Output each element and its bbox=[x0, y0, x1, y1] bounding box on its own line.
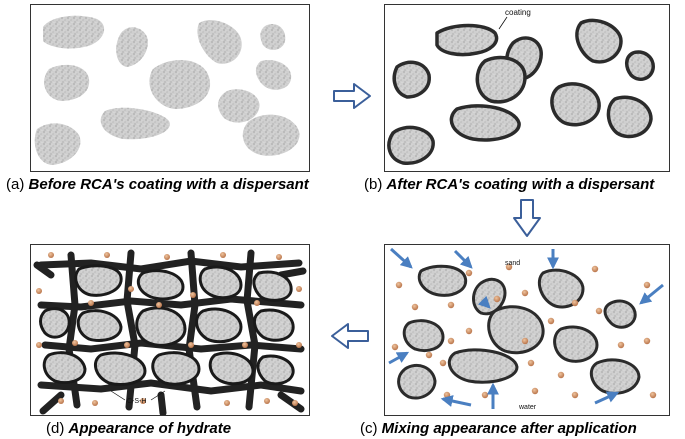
aggregate bbox=[44, 64, 90, 101]
sand-particles bbox=[36, 252, 302, 406]
csh-pointer-left bbox=[110, 390, 126, 401]
aggregate bbox=[260, 23, 286, 50]
caption-a-label: (a) bbox=[6, 176, 25, 193]
aggregate bbox=[116, 27, 148, 67]
caption-d: (d) Appearance of hydrate bbox=[46, 420, 231, 437]
coated-aggregate bbox=[575, 18, 623, 64]
caption-d-text: Appearance of hydrate bbox=[68, 420, 232, 437]
hydrated-aggregate bbox=[76, 309, 123, 342]
hydrated-aggregate bbox=[198, 265, 243, 300]
panel-d-hydrate: C-S-H bbox=[30, 244, 310, 416]
arrow-down-icon bbox=[513, 199, 541, 237]
water-annotation: water bbox=[518, 404, 537, 411]
hydrated-aggregate bbox=[253, 308, 295, 342]
sand-particles bbox=[391, 263, 657, 399]
hydrated-aggregate bbox=[74, 264, 123, 297]
coated-aggregate bbox=[589, 358, 641, 395]
sand-annotation: sand bbox=[505, 260, 520, 267]
coated-aggregate bbox=[402, 319, 445, 352]
hydrated-aggregate bbox=[252, 270, 293, 302]
coated-aggregate bbox=[625, 50, 655, 81]
aggregate bbox=[43, 15, 105, 49]
caption-c-text: Mixing appearance after application bbox=[381, 420, 637, 437]
coating-pointer bbox=[498, 16, 508, 30]
caption-b-label: (b) bbox=[364, 176, 383, 193]
coating-annotation: coating bbox=[505, 8, 531, 17]
aggregate bbox=[34, 123, 81, 165]
aggregate bbox=[242, 114, 300, 156]
panel-c-mixing: sand water bbox=[384, 244, 670, 416]
aggregate bbox=[100, 107, 170, 140]
panel-a-before-coating bbox=[30, 4, 310, 172]
coated-aggregate bbox=[550, 82, 601, 127]
panel-d-drawing: C-S-H bbox=[33, 249, 307, 415]
hydrated-aggregate bbox=[136, 269, 185, 301]
hydrated-aggregate bbox=[208, 351, 255, 386]
coated-aggregate bbox=[447, 348, 519, 384]
hydrated-aggregate bbox=[135, 306, 187, 347]
aggregate bbox=[149, 59, 211, 109]
caption-a: (a) Before RCA's coating with a dispersa… bbox=[6, 176, 309, 193]
coated-aggregate bbox=[392, 60, 431, 99]
caption-d-label: (d) bbox=[46, 420, 65, 437]
aggregate bbox=[197, 20, 242, 64]
coated-aggregate bbox=[397, 364, 437, 400]
aggregate bbox=[218, 89, 260, 123]
panel-c-drawing: sand water bbox=[388, 247, 664, 411]
coated-aggregate bbox=[487, 305, 545, 355]
caption-c-label: (c) bbox=[360, 420, 378, 437]
hydrated-aggregate bbox=[39, 307, 71, 339]
csh-pointer-right bbox=[150, 390, 166, 401]
arrow-right-icon bbox=[333, 83, 371, 109]
water-arrows bbox=[388, 247, 664, 409]
arrow-left-icon bbox=[331, 323, 369, 349]
hydrated-aggregate bbox=[256, 354, 295, 386]
aggregate bbox=[255, 59, 292, 90]
csh-annotation: C-S-H bbox=[127, 398, 146, 405]
hydrated-aggregate bbox=[93, 351, 147, 386]
panel-a-drawing bbox=[34, 15, 300, 165]
coated-aggregate bbox=[603, 299, 637, 329]
caption-c: (c) Mixing appearance after application bbox=[360, 420, 637, 437]
hydrated-aggregate bbox=[195, 307, 243, 344]
panel-b-after-coating: coating bbox=[384, 4, 670, 172]
panel-b-drawing: coating bbox=[387, 8, 655, 165]
coated-aggregate bbox=[435, 23, 499, 57]
hydrated-aggregate bbox=[151, 351, 201, 386]
coated-aggregate bbox=[553, 325, 599, 363]
coated-aggregate bbox=[606, 95, 653, 139]
coated-aggregate bbox=[475, 55, 527, 104]
coated-aggregate bbox=[449, 104, 521, 142]
caption-b: (b) After RCA's coating with a dispersan… bbox=[364, 176, 654, 193]
coated-aggregate bbox=[417, 264, 468, 297]
caption-b-text: After RCA's coating with a dispersant bbox=[386, 176, 655, 193]
hydrated-aggregate bbox=[42, 351, 87, 384]
hydrate-network bbox=[33, 249, 307, 415]
coated-aggregate bbox=[387, 125, 435, 165]
caption-a-text: Before RCA's coating with a dispersant bbox=[28, 176, 309, 193]
